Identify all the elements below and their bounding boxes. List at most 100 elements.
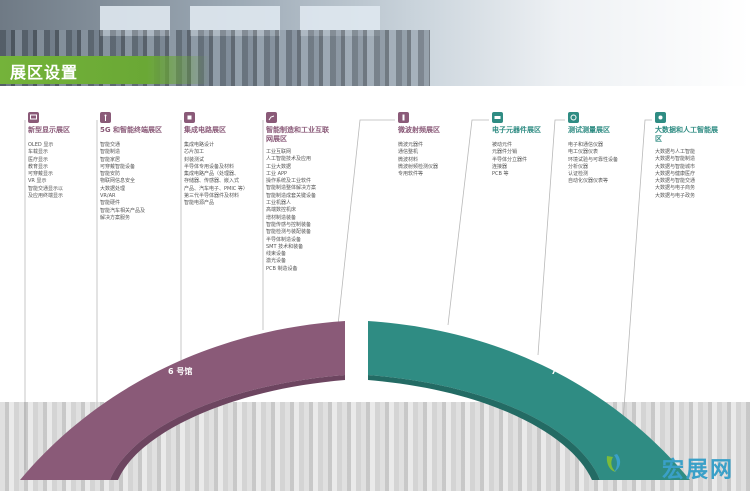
zone-item: OLED 显示 <box>28 142 54 148</box>
data-icon <box>655 112 666 123</box>
zone-item: 高端数控机床 <box>266 207 297 214</box>
zone-item: 环境试验与可靠性设备 <box>568 156 619 163</box>
zone-item: 智能汽车相关产品及 <box>100 207 146 214</box>
chip-icon <box>184 112 195 123</box>
zone-item: 电工仪器仪表 <box>568 149 599 156</box>
zone-name: 大数据和人工智能展区 <box>655 126 718 143</box>
zone-ic: 集成电路展区 集成电路设计 芯片加工 封装测试 半导体专用设备及材料 集成电路产… <box>184 112 248 208</box>
zone-new-display: 新型显示展区 OLED 显示 车载显示 医疗显示 教育显示 可穿戴显示 VR 显… <box>28 112 70 200</box>
zone-microwave-rf: 微波射频展区 微波元器件 通信整机 微波材料 微波射频检测仪器 专用软件等 <box>398 112 440 178</box>
zone-item: 大数据与健康医疗 <box>655 170 696 177</box>
zone-item: 教育显示 <box>28 163 49 170</box>
zone-item: 半导体分立器件 <box>492 156 528 163</box>
page-title: 展区设置 <box>10 63 79 82</box>
zone-item: 增材制造装备 <box>266 214 297 221</box>
zone-item: 可穿戴显示 <box>28 171 54 178</box>
zone-item: SMT 技术和装备 <box>266 243 304 250</box>
zone-item: 半导体制造设备 <box>266 236 302 243</box>
zone-name: 新型显示展区 <box>28 126 70 134</box>
component-icon <box>492 112 503 123</box>
zone-item: 操作系统及工业软件 <box>266 178 312 185</box>
zone-item: 大数据与电子商务 <box>655 185 696 192</box>
zone-big-data-ai: 大数据和人工智能展区 大数据与人工智能 大数据与智能制造 大数据与智能城市 大数… <box>655 112 721 200</box>
probe-icon <box>398 112 409 123</box>
zone-test-measurement: 测试测量展区 电子和通信仪器 电工仪器仪表 环境试验与可靠性设备 分析仪器 认证… <box>568 112 618 186</box>
zone-item: 智能硬件 <box>100 200 121 207</box>
zone-item: 大数据与智能制造 <box>655 156 696 163</box>
zone-name: 智能制造和工业互联网展区 <box>266 126 329 143</box>
zone-item: 解决方案服务 <box>100 214 131 221</box>
zone-item: 专用软件等 <box>398 171 424 178</box>
zone-item: 工业 APP <box>266 170 288 177</box>
zone-item: 智能制造成套关键设备 <box>266 192 317 199</box>
hall-7-label: 7 号馆 <box>551 367 576 376</box>
zone-item: VR/AR <box>100 193 116 200</box>
zone-item: 智能检测与装配装备 <box>266 229 312 236</box>
robot-arm-icon <box>266 112 277 123</box>
zone-item: 封装测试 <box>184 156 205 163</box>
zone-item: 工业互联网 <box>266 149 292 155</box>
zone-item: 可穿戴智能设备 <box>100 163 136 170</box>
zone-item: 连接器 <box>492 163 508 170</box>
zone-name: 集成电路展区 <box>184 126 226 134</box>
zone-components: 电子元器件展区 被动元件 元器件分销 半导体分立器件 连接器 PCB 等 <box>492 112 541 178</box>
zone-item: 存储器、传感器、嵌入式 <box>184 178 240 185</box>
zone-item: 智能安防 <box>100 171 121 178</box>
zone-item: 车载显示 <box>28 149 49 156</box>
zone-item: 第三代半导体器件及材料 <box>184 193 240 200</box>
zone-item: 物联网信息安全 <box>100 178 136 185</box>
zone-item: 集成电路设计 <box>184 142 215 148</box>
hall-7-arc <box>368 321 690 480</box>
zone-item: 通信整机 <box>398 149 419 156</box>
zone-item: 大数据与智能城市 <box>655 163 696 170</box>
display-icon <box>28 112 39 123</box>
zone-item: 微波材料 <box>398 156 419 163</box>
zone-item: 自动化仪器仪表等 <box>568 178 609 185</box>
zone-item: 电子和通信仪器 <box>568 142 604 148</box>
zone-item: 智能电源产品 <box>184 200 215 207</box>
hall-6-label: 6 号馆 <box>168 367 193 376</box>
zone-item: 智能传感与控制装备 <box>266 221 312 228</box>
antenna-icon <box>100 112 111 123</box>
zone-item: 半导体专用设备及材料 <box>184 163 235 170</box>
watermark-text: 宏展网 <box>661 458 734 483</box>
zone-item: 医疗显示 <box>28 156 49 163</box>
zone-item: 集成电路产品（处理器、 <box>184 171 240 178</box>
zone-item: 人工智能技术及应用 <box>266 156 312 163</box>
zone-item: VR 显示 <box>28 178 47 185</box>
zone-item: 微波射频检测仪器 <box>398 163 439 170</box>
zone-item: 智能制造整体解决方案 <box>266 185 317 192</box>
watermark-logo-icon <box>606 454 621 472</box>
zone-name: 测试测量展区 <box>568 126 610 134</box>
zone-item: PCB 制造设备 <box>266 265 298 272</box>
zone-item: 及应用终端显示 <box>28 193 64 200</box>
zone-item: 被动元件 <box>492 142 513 148</box>
zone-item: 智能制造 <box>100 149 121 156</box>
zone-item: 智能交通显示以 <box>28 185 64 192</box>
zone-item: 大数据处理 <box>100 185 126 192</box>
zone-item: PCB 等 <box>492 171 509 178</box>
zone-item: 元器件分销 <box>492 149 518 156</box>
gauge-icon <box>568 112 579 123</box>
zone-item: 大数据与人工智能 <box>655 149 696 155</box>
zone-item: 微波元器件 <box>398 142 424 148</box>
zone-item: 工业大数据 <box>266 163 292 170</box>
zone-name: 微波射频展区 <box>398 126 440 134</box>
zone-smart-manufacturing: 智能制造和工业互联网展区 工业互联网 人工智能技术及应用 工业大数据 工业 AP… <box>266 112 332 273</box>
zone-item: 智能交通 <box>100 142 121 148</box>
zone-5g-terminal: 5G 和智能终端展区 智能交通 智能制造 智能家居 可穿戴智能设备 智能安防 物… <box>100 112 162 222</box>
zone-name: 5G 和智能终端展区 <box>100 126 163 134</box>
zone-item: 激光设备 <box>266 258 287 265</box>
zone-item: 分析仪器 <box>568 163 589 170</box>
zone-name: 电子元器件展区 <box>492 126 541 134</box>
zone-item: 芯片加工 <box>184 149 205 156</box>
zone-item: 线束设备 <box>266 251 287 258</box>
zone-item: 智能家居 <box>100 156 121 163</box>
zone-item: 大数据与电子政务 <box>655 192 696 199</box>
zone-item: 大数据与智能交通 <box>655 178 696 185</box>
title-bar <box>0 56 210 84</box>
zone-item: 认证检测 <box>568 171 589 178</box>
zone-item: 产品、汽车电子、PMIC 等） <box>184 185 248 192</box>
